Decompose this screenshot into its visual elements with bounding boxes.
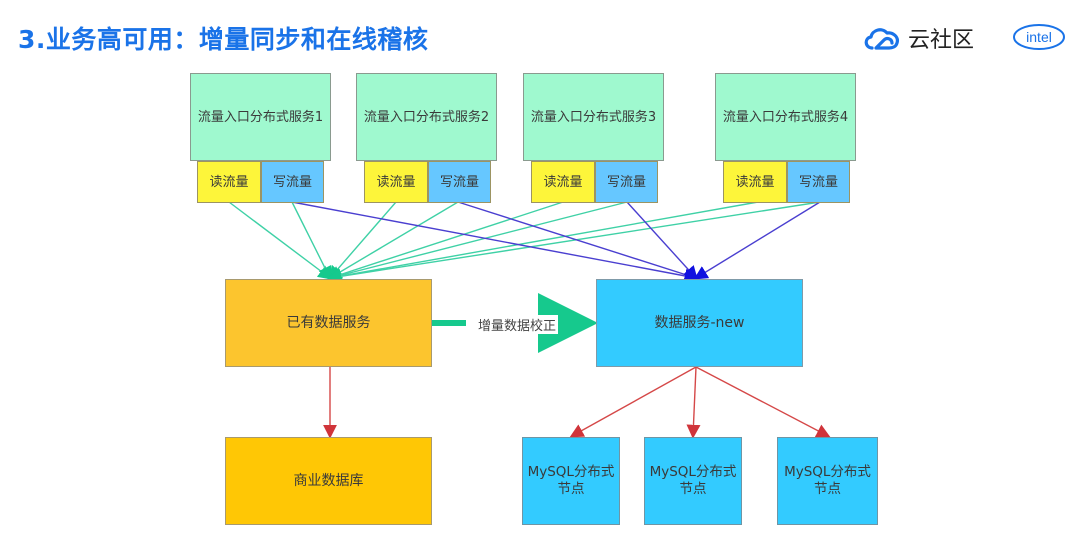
write-label: 写流量 [272, 174, 312, 190]
write-traffic-node-1: 写流量 [261, 161, 324, 203]
write-label: 写流量 [439, 174, 479, 190]
read-label: 读流量 [543, 174, 583, 190]
read-traffic-node-4: 读流量 [723, 161, 787, 203]
service-label: 流量入口分布式服务3 [530, 109, 657, 125]
business-db-label: 商业数据库 [293, 472, 364, 489]
edge-s1-write-to-new [291, 201, 699, 283]
service-label: 流量入口分布式服务1 [197, 109, 324, 125]
read-label: 读流量 [209, 174, 249, 190]
read-label: 读流量 [735, 174, 775, 190]
service-node-4: 流量入口分布式服务4 [715, 73, 856, 161]
edge-s4-write-to-new [693, 201, 821, 280]
write-traffic-node-3: 写流量 [595, 161, 658, 203]
new-data-service-label: 数据服务-new [654, 314, 745, 331]
read-traffic-node-2: 读流量 [364, 161, 428, 203]
write-label: 写流量 [798, 174, 838, 190]
existing-data-service-node: 已有数据服务 [225, 279, 432, 367]
read-traffic-node-1: 读流量 [197, 161, 261, 203]
sync-edge-label: 增量数据校正 [476, 315, 559, 334]
read-label: 读流量 [376, 174, 416, 190]
service-label: 流量入口分布式服务2 [363, 109, 490, 125]
existing-data-service-label: 已有数据服务 [286, 314, 371, 331]
edge-s3-read-to-existing [327, 201, 564, 282]
read-traffic-node-3: 读流量 [531, 161, 595, 203]
service-node-3: 流量入口分布式服务3 [523, 73, 664, 161]
mysql-node-2: MySQL分布式 节点 [644, 437, 742, 525]
intel-logo: intel [1013, 24, 1065, 50]
cloud-icon [864, 28, 899, 50]
mysql-node-label: MySQL分布式 节点 [784, 464, 871, 497]
edge-new-to-mysql2 [686, 366, 701, 439]
service-node-2: 流量入口分布式服务2 [356, 73, 497, 161]
business-db-node: 商业数据库 [225, 437, 432, 525]
edge-s2-write-to-existing [327, 201, 459, 280]
edge-s1-read-to-existing [228, 201, 333, 280]
page-title: 3.业务高可用：增量同步和在线稽核 [18, 25, 429, 54]
edge-s1-write-to-existing [291, 201, 332, 281]
intel-logo-text: intel [1026, 29, 1052, 45]
write-label: 写流量 [606, 174, 646, 190]
edge-s2-write-to-new [457, 201, 699, 282]
mysql-node-3: MySQL分布式 节点 [777, 437, 878, 525]
cloud-community-text: 云社区 [908, 28, 975, 53]
new-data-service-node: 数据服务-new [596, 279, 803, 367]
edge-new-to-mysql1 [569, 366, 697, 438]
edge-new-to-mysql3 [695, 366, 831, 438]
write-traffic-node-2: 写流量 [428, 161, 491, 203]
mysql-node-label: MySQL分布式 节点 [527, 464, 615, 497]
service-label: 流量入口分布式服务4 [722, 109, 849, 125]
edge-s3-write-to-existing [327, 201, 628, 283]
edge-s2-read-to-existing [328, 201, 397, 281]
cloud-community-logo: 云社区 [862, 22, 974, 54]
service-node-1: 流量入口分布式服务1 [190, 73, 331, 161]
edge-s4-read-to-existing [327, 201, 759, 283]
mysql-node-1: MySQL分布式 节点 [522, 437, 620, 525]
edge-s3-write-to-new [626, 201, 698, 281]
mysql-node-label: MySQL分布式 节点 [649, 464, 737, 497]
write-traffic-node-4: 写流量 [787, 161, 850, 203]
